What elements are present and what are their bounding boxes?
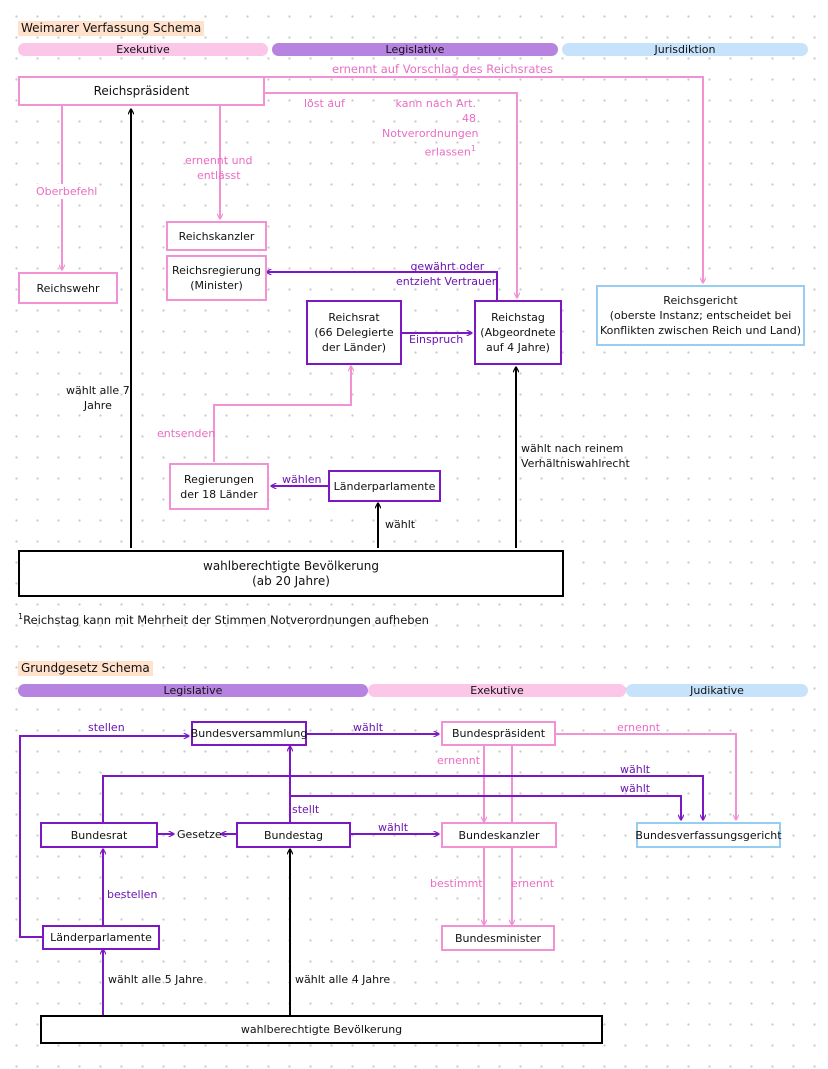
- bar-jurisdiktion: Jurisdiktion: [562, 43, 808, 56]
- arrow-stellen: [19, 736, 189, 938]
- box-reichsrat: Reichsrat (66 Delegierte der Länder): [306, 300, 402, 365]
- label-ernennt-bk: ernennt: [437, 754, 481, 767]
- label-waehlt-bk: wählt: [378, 821, 409, 834]
- label-stellt: stellt: [292, 803, 320, 816]
- box-reichswehr: Reichswehr: [18, 272, 118, 304]
- arrow-waehlt-bvg-1: [102, 775, 703, 822]
- box-bundesrat: Bundesrat: [40, 822, 158, 848]
- box-gg-bevoelkerung: wahlberechtigte Bevölkerung: [40, 1015, 603, 1044]
- grundgesetz-title: Grundgesetz Schema: [18, 661, 153, 676]
- label-einspruch: Einspruch: [409, 333, 464, 346]
- label-gewaehrt: gewährt oder entzieht Vertrauen: [396, 260, 499, 288]
- box-bundesversammlung: Bundesversammlung: [191, 721, 307, 746]
- label-waehlt-bv: wählt: [353, 721, 384, 734]
- arrow-ernennt-bvg: [556, 733, 736, 820]
- label-ernennt-bm: ernennt: [511, 877, 555, 890]
- label-entsenden: entsenden: [157, 427, 216, 440]
- box-reichspraesident: Reichspräsident: [18, 76, 265, 106]
- box-bundesverfassungsgericht: Bundesverfassungsgericht: [635, 822, 782, 848]
- box-bundespraesident: Bundespräsident: [441, 721, 556, 746]
- label-waehlen: wählen: [282, 473, 322, 486]
- bar-gg-exekutive: Exekutive: [368, 684, 626, 697]
- box-bundeskanzler: Bundeskanzler: [441, 822, 557, 848]
- bar-gg-legislative: Legislative: [18, 684, 368, 697]
- box-gg-laenderparlamente: Länderparlamente: [42, 925, 160, 950]
- box-bundesminister: Bundesminister: [441, 925, 555, 951]
- box-bundestag: Bundestag: [236, 822, 351, 848]
- label-waehlt-1: wählt: [620, 763, 651, 776]
- label-ernennt-vorschlag: ernennt auf Vorschlag des Reichsrates: [332, 62, 554, 76]
- arrow-loest-auf: [265, 92, 517, 298]
- bar-exekutive: Exekutive: [18, 43, 268, 56]
- box-reichsregierung: Reichsregierung (Minister): [166, 255, 267, 301]
- label-ernennt-entlaesst: ernennt und entlässt: [185, 154, 253, 182]
- box-bevoelkerung: wahlberechtigte Bevölkerung (ab 20 Jahre…: [18, 550, 564, 597]
- label-waehlt-7: wählt alle 7 Jahre: [66, 384, 130, 412]
- label-loest-auf: löst auf: [304, 97, 345, 110]
- bar-legislative: Legislative: [272, 43, 558, 56]
- label-waehlt-2: wählt: [620, 782, 651, 795]
- box-reichstag: Reichstag (Abgeordnete auf 4 Jahre): [474, 300, 562, 365]
- arrow-vertrauen: [266, 272, 498, 300]
- arrow-waehlt-bvg-2: [290, 795, 681, 820]
- arrow-entsenden: [213, 366, 351, 462]
- label-waehlt-lp: wählt: [385, 518, 416, 531]
- label-stellen: stellen: [88, 721, 125, 734]
- label-notverordnungen: kann nach Art. 48 Notverordnungen erlass…: [382, 97, 479, 159]
- label-bestellen: bestellen: [107, 888, 158, 901]
- label-gesetze: Gesetze: [177, 828, 222, 841]
- label-waehlt-4: wählt alle 4 Jahre: [295, 973, 391, 986]
- label-ernennt-bvg: ernennt: [617, 721, 661, 734]
- label-oberbefehl: Oberbefehl: [36, 184, 98, 199]
- arrow-ernennt-reichsgericht: [265, 76, 703, 283]
- label-waehlt-5: wählt alle 5 Jahre: [108, 973, 204, 986]
- box-reichskanzler: Reichskanzler: [166, 221, 267, 251]
- label-waehlt-verhaeltnis: wählt nach reinem Verhältniswahlrecht: [521, 442, 630, 470]
- label-bestimmt: bestimmt: [430, 877, 483, 890]
- footnote: 1Reichstag kann mit Mehrheit der Stimmen…: [18, 612, 429, 627]
- box-regierungen: Regierungen der 18 Länder: [169, 463, 269, 510]
- box-laenderparlamente: Länderparlamente: [328, 470, 441, 502]
- bar-gg-judikative: Judikative: [626, 684, 808, 697]
- weimar-title: Weimarer Verfassung Schema: [18, 21, 205, 36]
- box-reichsgericht: Reichsgericht (oberste Instanz; entschei…: [596, 285, 805, 346]
